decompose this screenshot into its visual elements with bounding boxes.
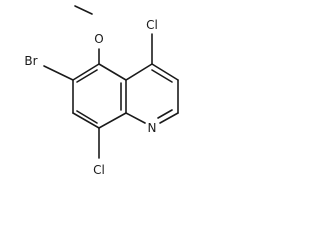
bond-c7-c8 [72,112,100,129]
bond-c7-c8-inner [76,110,98,124]
bond-c8-c8a [98,112,127,129]
bond-c6-br [43,65,74,81]
bond-c4a-c4 [125,63,153,81]
structure-canvas: O Cl Br N Cl [0,0,192,192]
atom-label-bromine: Br [24,54,37,68]
atom-label-chlorine-bottom: Cl [93,163,105,177]
bond-c2-n1-inner [157,109,173,119]
structure-drawing: O Cl Br N Cl [24,5,179,177]
bond-methyl-o [74,5,93,15]
bond-c5-c6 [72,63,100,81]
bond-c4-c3 [151,63,179,81]
atom-label-chlorine-top: Cl [146,18,158,32]
bond-c5-c6-inner [76,69,98,83]
bond-c4a-c5 [98,63,127,81]
atom-label-oxygen: O [94,32,103,46]
bond-n1-c8a [125,112,146,124]
atom-label-nitrogen: N [148,121,157,135]
bond-c4-c3-inner [151,69,173,83]
bond-c2-n1 [159,112,179,124]
